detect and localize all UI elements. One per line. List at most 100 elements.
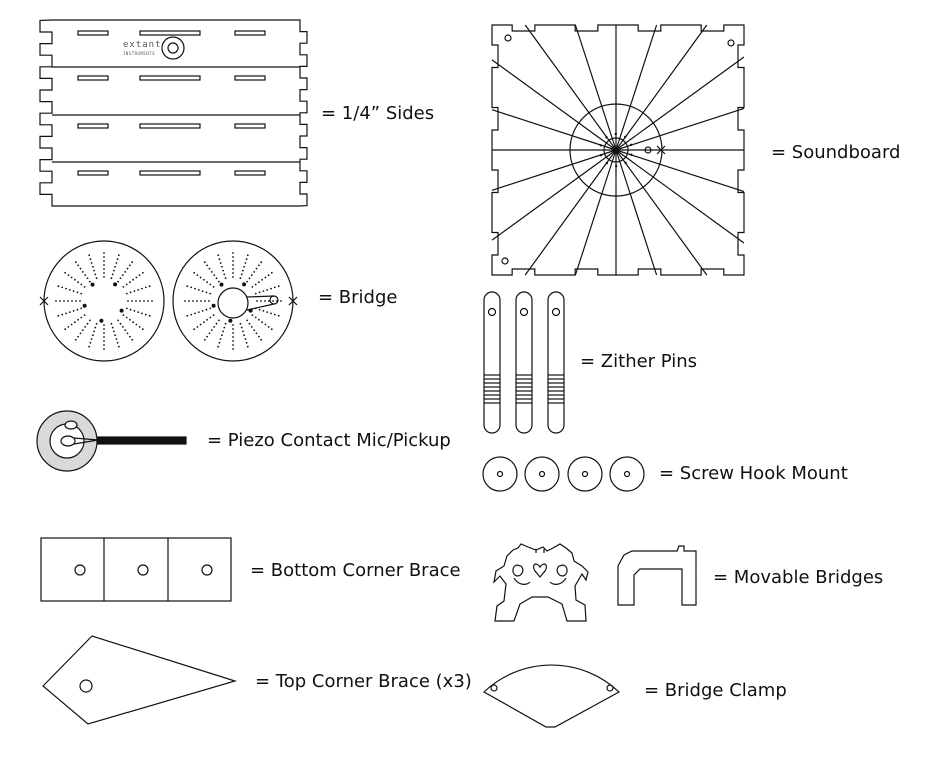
bridge-mark xyxy=(219,282,224,287)
bridge-slot-hole xyxy=(269,295,279,305)
bridge-dot xyxy=(75,300,77,302)
label-piezo: = Piezo Contact Mic/Pickup xyxy=(207,430,451,451)
bridge-dot xyxy=(103,344,105,346)
bridge-dot xyxy=(74,278,76,281)
bridge-dot xyxy=(94,273,97,276)
bridge-dot xyxy=(218,341,221,344)
l-bridge xyxy=(617,545,697,606)
bridge-dot xyxy=(67,300,69,302)
bridge-dot xyxy=(80,283,83,286)
soundboard-ray xyxy=(491,149,617,241)
bridge-dot xyxy=(240,273,243,276)
bridge-dot xyxy=(206,264,209,267)
soundboard-center xyxy=(603,137,629,163)
bridge-dot xyxy=(114,265,116,268)
bridge-dot xyxy=(95,277,98,280)
bridge-dot xyxy=(208,267,211,270)
bridge-dot xyxy=(132,278,135,281)
soundboard-tick xyxy=(614,132,617,136)
bridge-dot xyxy=(79,300,81,302)
bridge-dot xyxy=(139,300,141,302)
bridge-dot xyxy=(245,258,248,261)
bridge-dot xyxy=(90,262,93,264)
bridge-mark xyxy=(242,282,247,287)
bridge-clamp xyxy=(482,664,621,728)
bridge-dot xyxy=(270,271,273,274)
bridge-dot xyxy=(204,300,206,302)
bridge-dot xyxy=(103,272,105,274)
bridge-dot xyxy=(135,323,138,326)
bridge-dot xyxy=(232,252,234,254)
top-brace-outline xyxy=(42,635,238,725)
bridge-dot xyxy=(255,332,258,335)
bridge-dot xyxy=(212,286,215,288)
bridge-dot xyxy=(232,272,234,274)
bridge-dot xyxy=(209,283,212,286)
bridge-slot xyxy=(246,295,275,311)
bridge-dot xyxy=(209,307,212,310)
bridge-dot xyxy=(224,322,227,325)
bridge-dot xyxy=(144,313,147,316)
bridge-dot xyxy=(199,323,202,326)
bridge-dot xyxy=(67,326,70,328)
soundboard-ray xyxy=(491,109,617,151)
label-top-brace: = Top Corner Brace (x3) xyxy=(255,671,472,692)
bridge-dot xyxy=(129,291,132,294)
bridge-dot xyxy=(126,267,129,270)
soundboard-ray xyxy=(524,149,617,276)
label-bridge-clamp: = Bridge Clamp xyxy=(644,680,787,701)
bridge-dot xyxy=(80,307,83,310)
bridge-dot xyxy=(148,285,151,288)
bridge-dot xyxy=(232,256,234,258)
bridge-dot xyxy=(258,281,260,284)
bridge-dot xyxy=(194,312,196,315)
bridge-dot xyxy=(246,280,249,283)
bridge-dot xyxy=(74,321,76,324)
bridge-dot xyxy=(125,307,128,310)
bridge-dot xyxy=(64,271,67,274)
bridge-dot xyxy=(223,326,226,329)
bridge-dot xyxy=(141,287,143,290)
bridge-dot xyxy=(197,289,200,291)
piezo-cable xyxy=(97,436,187,445)
bridge-dot xyxy=(260,261,263,264)
bridge-dot xyxy=(258,308,261,311)
bridge-dot xyxy=(86,322,89,325)
bridge-dot xyxy=(262,290,265,292)
soundboard-ray xyxy=(574,24,617,151)
bridge-dot xyxy=(103,340,105,342)
bridge-dot xyxy=(201,310,204,312)
bridge-dot xyxy=(103,252,105,254)
bridge-dot xyxy=(254,283,257,286)
bridge-dot xyxy=(77,318,79,321)
side-hole xyxy=(644,146,652,154)
bridge-dot xyxy=(122,286,125,288)
soundboard-ray xyxy=(615,24,708,151)
bridge-dot xyxy=(132,321,135,324)
bridge-dot xyxy=(141,271,144,274)
bridge-dot xyxy=(218,280,220,283)
bridge-dot xyxy=(261,278,263,281)
soundboard-rays xyxy=(491,24,745,276)
bridge-dot xyxy=(147,300,149,302)
bridge-dot xyxy=(206,318,209,321)
bridge-dot xyxy=(193,328,196,331)
mount-disc xyxy=(524,456,560,492)
bridge-dot xyxy=(131,300,133,302)
bridge-dot xyxy=(74,261,77,264)
bridge-dot xyxy=(61,286,64,289)
bridge-dot xyxy=(239,322,242,325)
bridge-dot xyxy=(260,300,262,302)
bridge-dot xyxy=(131,338,134,341)
bridge-dot xyxy=(67,274,70,276)
bridge-dot xyxy=(93,269,95,272)
bridge-dot xyxy=(116,341,119,344)
bridge-dot xyxy=(258,264,260,267)
bridge-dot xyxy=(232,328,234,330)
bridge-dot xyxy=(137,311,140,313)
bridge-dot xyxy=(103,260,105,262)
bridge-dot xyxy=(243,334,246,337)
brace-hole xyxy=(74,564,86,576)
bridge-dot xyxy=(253,271,256,273)
bridge-dot xyxy=(90,338,93,340)
